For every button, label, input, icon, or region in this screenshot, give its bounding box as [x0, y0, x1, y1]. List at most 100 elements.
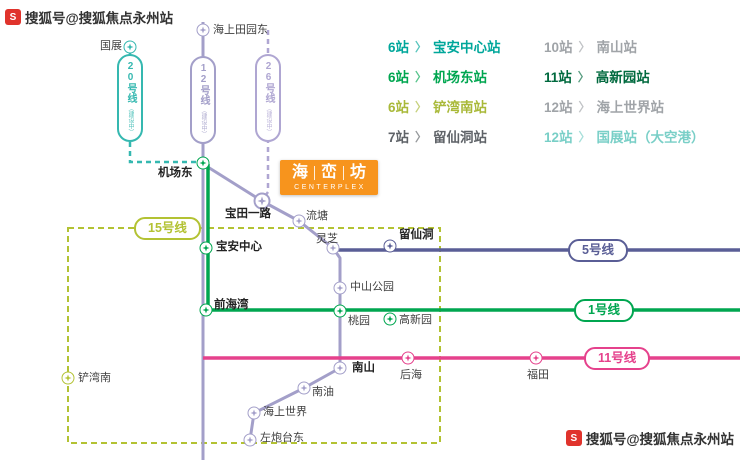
line-15-loop-path: [67, 227, 441, 444]
line-26-badge-label: 26号线: [263, 61, 274, 103]
line-15-badge-label: 15号线: [148, 221, 187, 235]
sohu-logo-icon: S: [565, 430, 582, 446]
station-label-guozhan: 国展: [100, 40, 122, 52]
legend-station: 宝安中心站: [433, 40, 501, 55]
line-26-badge-sub: （建设中）: [265, 105, 271, 135]
legend-station: 机场东站: [433, 70, 488, 85]
line-5-badge: 5号线: [568, 239, 628, 262]
station-label-liutang: 流塘: [306, 210, 328, 222]
legend-row-nanshan: 10站〉南山站: [544, 36, 705, 56]
line-12-badge-sub: （建设中）: [200, 107, 206, 137]
line-11-badge-label: 11号线: [598, 351, 637, 365]
line-20-badge-label: 20号线: [125, 61, 136, 103]
legend-count: 10站: [544, 40, 573, 55]
legend-station: 海上世界站: [596, 100, 665, 115]
line-26-badge: 26号线 （建设中）: [255, 54, 281, 142]
project-name: 海 峦 坊: [280, 160, 378, 182]
legend-station: 国展站（大空港）: [596, 130, 705, 145]
station-icon-futian: [529, 351, 543, 365]
station-icon-jichangdong: [196, 156, 210, 170]
legend-row-gaoxinyuan: 11站〉高新园站: [544, 66, 705, 86]
chevron-right-icon: 〉: [415, 129, 428, 144]
chevron-right-icon: 〉: [577, 69, 590, 84]
line-12-badge: 12号线 （建设中）: [190, 56, 216, 144]
sohu-logo-icon: S: [5, 9, 21, 25]
station-label-zuopaotaidong: 左炮台东: [260, 432, 304, 444]
chevron-right-icon: 〉: [415, 39, 428, 54]
station-icon-guozhan: [123, 40, 137, 54]
station-label-gaoxinyuan: 高新园: [399, 314, 432, 326]
station-icon-qianhaiwan: [199, 303, 213, 317]
station-icon-gaoxinyuan: [383, 312, 397, 326]
project-subtitle: CENTERPLEX: [294, 184, 366, 191]
station-icon-lingzhi: [326, 241, 340, 255]
legend-row-chanwannan: 6站〉铲湾南站: [388, 96, 544, 116]
line-12-branch-path: [202, 162, 342, 441]
legend-station: 高新园站: [595, 70, 650, 85]
station-label-haishangshijie: 海上世界: [263, 406, 307, 418]
line-1-badge: 1号线: [574, 299, 634, 322]
station-label-haishangtianyuandong: 海上田园东: [213, 24, 268, 36]
station-label-nanshan: 南山: [352, 362, 375, 374]
watermark-text: 搜狐号@搜狐焦点永州站: [25, 11, 174, 26]
line-11-badge: 11号线: [584, 347, 651, 370]
legend-station: 留仙洞站: [433, 130, 488, 145]
line-1-badge-label: 1号线: [588, 303, 620, 317]
station-icon-nanyou: [297, 381, 311, 395]
project-highlight-card: 海 峦 坊 CENTERPLEX: [280, 160, 378, 195]
chevron-right-icon: 〉: [578, 39, 591, 54]
station-icon-baotianyilu: [253, 192, 271, 210]
legend-column-1: 6站〉宝安中心站 6站〉机场东站 6站〉铲湾南站 7站〉留仙洞站: [388, 36, 544, 146]
station-label-nanyou: 南油: [312, 386, 334, 398]
legend-row-guozhan: 12站〉国展站（大空港）: [544, 126, 705, 146]
legend-count: 6站: [388, 70, 410, 85]
station-label-futian: 福田: [527, 369, 549, 381]
station-icon-baoanzhongxin: [199, 241, 213, 255]
legend-row-haishangshijie: 12站〉海上世界站: [544, 96, 705, 116]
legend-count: 6站: [388, 100, 410, 115]
station-label-liuxiandong: 留仙洞: [399, 229, 434, 241]
station-label-lingzhi: 灵芝: [316, 233, 338, 245]
watermark-top-left: S 搜狐号@搜狐焦点永州站: [5, 7, 173, 27]
station-icon-haishangshijie: [247, 406, 261, 420]
station-icon-chanwannan: [61, 371, 75, 385]
station-icon-zhongshangongyuan: [333, 281, 347, 295]
legend-count: 6站: [388, 40, 410, 55]
station-label-qianhaiwan: 前海湾: [214, 299, 249, 311]
station-icon-zuopaotaidong: [243, 433, 257, 447]
legend-row-jichangdong: 6站〉机场东站: [388, 66, 544, 86]
legend-count: 11站: [544, 70, 572, 85]
watermark-bottom-right: S 搜狐号@搜狐焦点永州站: [565, 428, 734, 448]
station-icon-haishangtianyuandong: [196, 23, 210, 37]
legend-count: 12站: [544, 100, 573, 115]
station-icon-liuxiandong: [383, 239, 397, 253]
legend-row-liuxiandong: 7站〉留仙洞站: [388, 126, 544, 146]
chevron-right-icon: 〉: [415, 99, 428, 114]
watermark-text: 搜狐号@搜狐焦点永州站: [585, 432, 734, 447]
station-icon-liutang: [292, 214, 306, 228]
station-icon-houhai: [401, 351, 415, 365]
station-count-legend: 6站〉宝安中心站 6站〉机场东站 6站〉铲湾南站 7站〉留仙洞站 10站〉南山站…: [388, 36, 705, 146]
station-label-zhongshangongyuan: 中山公园: [350, 281, 394, 293]
station-label-baoanzhongxin: 宝安中心: [216, 241, 262, 253]
line-20-badge-sub: （建设中）: [127, 105, 133, 135]
project-name-divider: [313, 166, 315, 180]
station-label-houhai: 后海: [400, 369, 422, 381]
chevron-right-icon: 〉: [578, 129, 591, 144]
line-12-badge-label: 12号线: [198, 63, 209, 105]
station-label-chanwannan: 铲湾南: [78, 372, 111, 384]
project-name-divider: [343, 166, 344, 180]
station-label-baotianyilu: 宝田一路: [225, 208, 271, 220]
line-15-badge: 15号线: [134, 217, 201, 240]
chevron-right-icon: 〉: [578, 99, 591, 114]
chevron-right-icon: 〉: [415, 69, 428, 84]
station-icon-taoyuan: [333, 304, 347, 318]
legend-count: 12站: [544, 130, 573, 145]
project-name-char: 坊: [350, 164, 367, 181]
legend-count: 7站: [388, 130, 410, 145]
legend-column-2: 10站〉南山站 11站〉高新园站 12站〉海上世界站 12站〉国展站（大空港）: [544, 36, 705, 146]
project-name-char: 峦: [320, 164, 337, 181]
legend-row-baoanzhongxin: 6站〉宝安中心站: [388, 36, 544, 56]
legend-station: 铲湾南站: [433, 100, 488, 115]
